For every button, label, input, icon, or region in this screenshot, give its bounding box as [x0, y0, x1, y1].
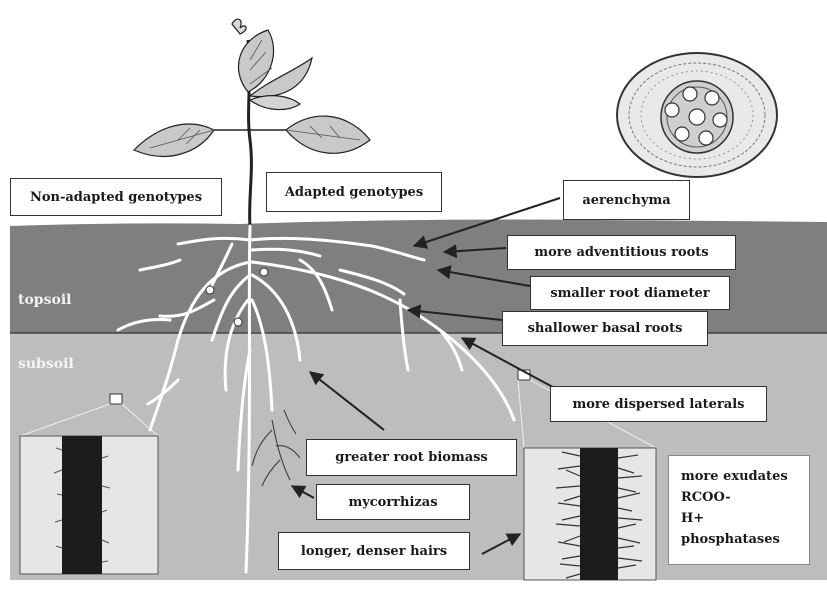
hydrogen-ion-line: H+ [681, 508, 809, 529]
phosphatases-line: phosphatases [681, 529, 809, 550]
more-adventitious-roots-label: more adventitious roots [507, 235, 736, 270]
longer-denser-hairs-label: longer, denser hairs [278, 532, 470, 570]
exudates-line: more exudates [681, 466, 809, 487]
more-dispersed-laterals-label: more dispersed laterals [550, 386, 767, 422]
non-adapted-genotypes-label: Non-adapted genotypes [10, 178, 222, 216]
aerenchyma-label: aerenchyma [563, 180, 690, 220]
topsoil-label: topsoil [18, 292, 71, 308]
zoom-marker-left [110, 394, 122, 404]
rcoo-line: RCOO- [681, 487, 809, 508]
mycorrhizas-label: mycorrhizas [316, 484, 470, 520]
root-cross-section-image [617, 42, 810, 180]
shallower-basal-roots-label: shallower basal roots [502, 311, 708, 346]
smaller-root-diameter-label: smaller root diameter [530, 276, 730, 310]
root-hair-image-adapted [524, 448, 656, 580]
greater-root-biomass-label: greater root biomass [306, 439, 517, 476]
adapted-genotypes-label: Adapted genotypes [266, 172, 442, 212]
subsoil-label: subsoil [18, 356, 74, 372]
root-hair-image-non-adapted [20, 436, 158, 574]
exudates-label: more exudates RCOO- H+ phosphatases [668, 455, 810, 565]
